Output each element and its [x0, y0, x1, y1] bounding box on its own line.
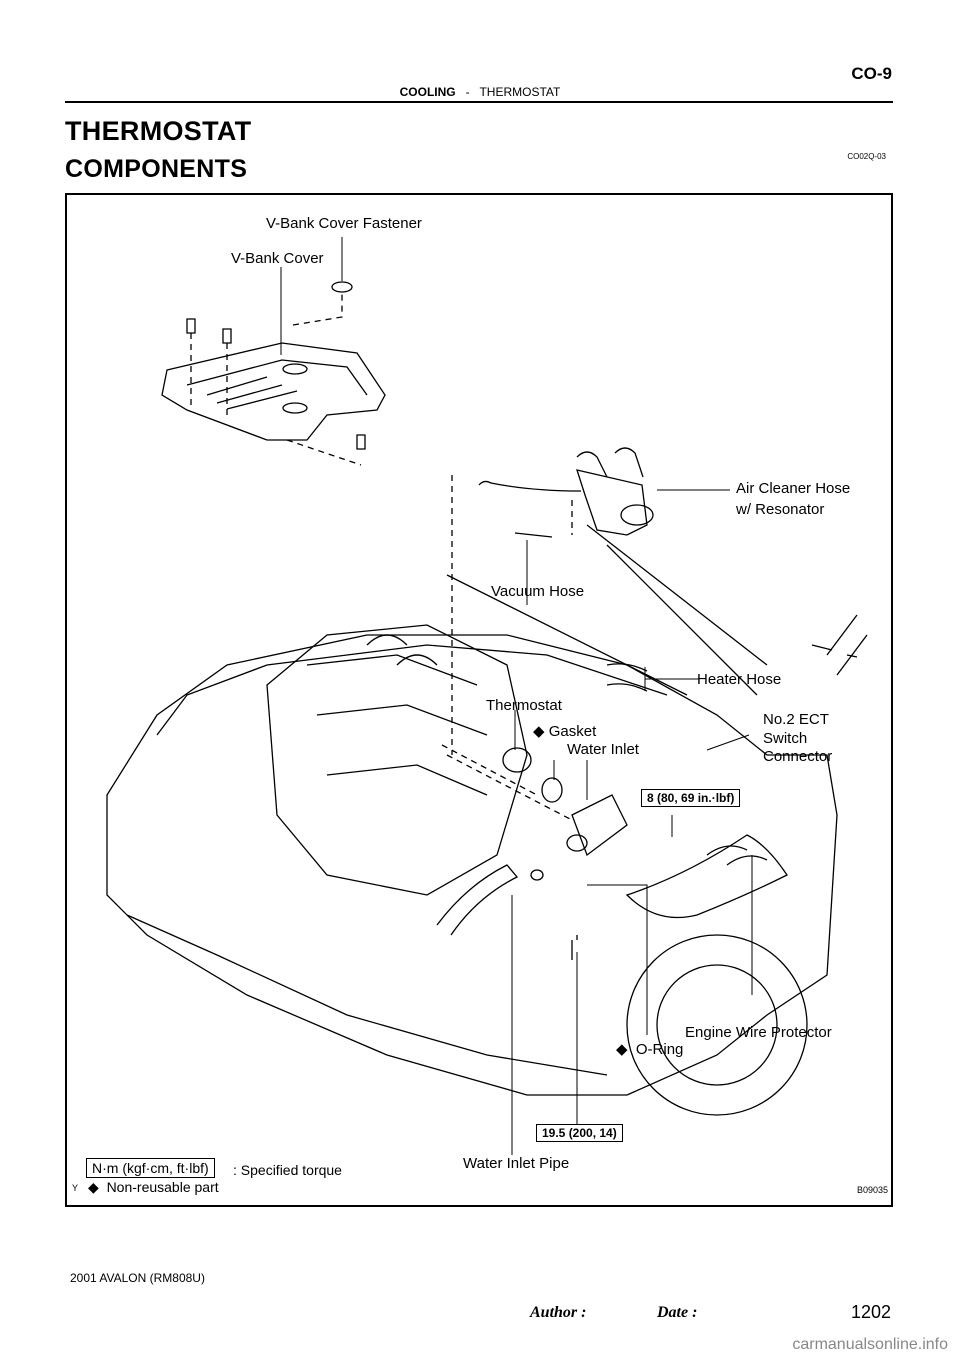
- o-ring-text: O-Ring: [635, 1041, 684, 1058]
- header-separator: -: [465, 85, 470, 99]
- fastener-drawing: [331, 281, 353, 293]
- diamond-icon: ◆: [88, 1179, 99, 1195]
- label-air-cleaner-hose: Air Cleaner Hose: [736, 480, 851, 497]
- label-no2-ect-line3: Connector: [763, 748, 833, 765]
- label-gasket: ◆ Gasket: [533, 722, 596, 740]
- figure-id: B09035: [857, 1185, 889, 1195]
- thermostat-drawing: [502, 747, 532, 773]
- water-inlet-pipe-drawing: [436, 864, 519, 936]
- label-water-inlet-pipe: Water Inlet Pipe: [463, 1155, 570, 1172]
- torque-inlet-bolt: 8 (80, 69 in.·lbf): [641, 789, 741, 807]
- air-cleaner-hose-drawing: [576, 469, 648, 536]
- label-engine-wire-protector: Engine Wire Protector: [685, 1024, 832, 1041]
- legend-non-reusable: ◆ Non-reusable part: [88, 1179, 219, 1196]
- label-water-inlet: Water Inlet: [567, 741, 639, 758]
- water-inlet-drawing: [571, 794, 628, 857]
- legend-unit-box: N·m (kgf·cm, ft·lbf): [86, 1158, 215, 1178]
- label-v-bank-cover-fastener: V-Bank Cover Fastener: [266, 215, 422, 232]
- components-figure: V-Bank Cover Fastener V-Bank Cover Air C…: [65, 193, 893, 1207]
- label-no2-ect-line1: No.2 ECT: [763, 711, 829, 728]
- gasket-text: Gasket: [548, 723, 597, 740]
- running-header: COOLING - THERMOSTAT: [0, 85, 960, 99]
- header-section: COOLING: [399, 85, 456, 99]
- document-id: CO02Q-03: [847, 152, 886, 161]
- date-label: Date :: [657, 1304, 698, 1321]
- label-thermostat: Thermostat: [486, 697, 562, 714]
- torque-pipe-bolt: 19.5 (200, 14): [536, 1124, 623, 1142]
- v-bank-cover-drawing: [161, 342, 386, 441]
- diamond-icon: ◆: [533, 723, 545, 740]
- engine-drawing: [266, 624, 528, 896]
- label-no2-ect-line2: Switch: [763, 730, 808, 747]
- author-label: Author :: [530, 1304, 587, 1321]
- heater-hose-drawing: [606, 663, 648, 692]
- page-code: CO-9: [851, 64, 892, 83]
- page-title: THERMOSTAT: [65, 116, 252, 146]
- watermark: carmanualsonline.info: [792, 1336, 948, 1353]
- gasket-drawing: [541, 777, 563, 803]
- label-o-ring: ◆ O-Ring: [616, 1040, 683, 1058]
- header-subsection: THERMOSTAT: [479, 85, 561, 99]
- label-heater-hose: Heater Hose: [697, 671, 782, 688]
- page-number: 1202: [851, 1302, 892, 1322]
- label-air-cleaner-hose-line2: w/ Resonator: [736, 501, 825, 518]
- components-illustration: [106, 237, 868, 1155]
- label-vacuum-hose: Vacuum Hose: [491, 583, 585, 600]
- model-footer: 2001 AVALON (RM808U): [70, 1271, 205, 1285]
- engine-wire-protector-drawing: [625, 834, 788, 919]
- legend-corner-mark: Y: [72, 1183, 79, 1193]
- legend-non-reusable-text: Non-reusable part: [106, 1179, 219, 1195]
- label-v-bank-cover: V-Bank Cover: [231, 250, 324, 267]
- header-rule: [65, 101, 893, 103]
- section-title: COMPONENTS: [65, 155, 248, 183]
- diamond-icon: ◆: [616, 1041, 628, 1058]
- legend-unit-text: : Specified torque: [233, 1162, 342, 1178]
